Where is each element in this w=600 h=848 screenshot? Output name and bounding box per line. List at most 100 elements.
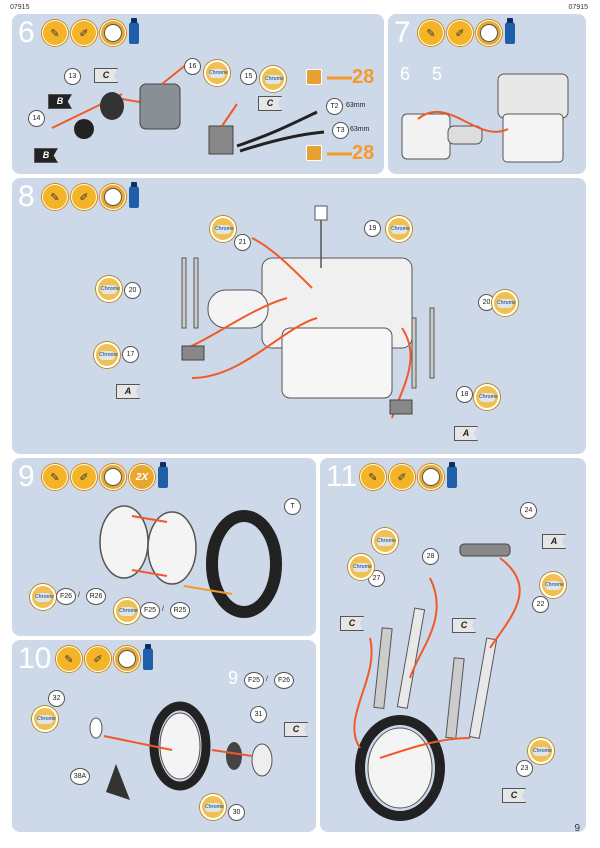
step-number: 7 (394, 16, 411, 49)
part-16: 16 (184, 58, 201, 75)
clock-icon (476, 20, 502, 46)
part-f25: F25 (244, 672, 264, 689)
tool-icons: ✎ ✐ (418, 18, 515, 46)
tool-icons: ✎ ✐ 2X (42, 462, 168, 490)
chrome-icon: Chrome (32, 706, 58, 732)
ref-label-6: 6 (400, 64, 411, 84)
ref-label-5: 5 (432, 64, 443, 84)
page-code-right: 07915 (568, 4, 588, 11)
tool-icons: ✎ ✐ (42, 18, 139, 46)
step-number: 8 (18, 180, 35, 213)
clock-icon (100, 464, 126, 490)
step-9-panel: 9 ✎ ✐ 2X T Chrome Chrome F26 / R26 F25 /… (12, 458, 316, 636)
page-ref: 28 (352, 142, 375, 164)
glue-icon: ✎ (42, 20, 68, 46)
step-11-illustration (353, 543, 521, 821)
tool-icons: ✎ ✐ (42, 182, 139, 210)
glue-icon: ✎ (56, 646, 82, 672)
part-22: 22 (532, 596, 549, 613)
ref-label-9: 9 (228, 668, 239, 688)
brush-icon: ✐ (71, 464, 97, 490)
clock-icon (418, 464, 444, 490)
chrome-icon: Chrome (474, 384, 500, 410)
page-code-left: 07915 (10, 4, 30, 11)
chrome-icon: Chrome (492, 290, 518, 316)
paint-icon (158, 462, 168, 488)
chrome-icon: Chrome (204, 60, 230, 86)
step-8-panel: 8 ✎ ✐ 19 21 20 17 20 18 Chrome Chrome Ch… (12, 178, 586, 454)
part-18: 18 (456, 386, 473, 403)
chrome-icon: Chrome (386, 216, 412, 242)
part-27: 27 (368, 570, 385, 587)
glue-icon: ✎ (42, 464, 68, 490)
step-11-panel: 11 ✎ ✐ 24 28 27 22 23 Chrome Chrome Chro… (320, 458, 586, 832)
step-8-illustration (181, 205, 435, 419)
brush-icon: ✐ (71, 20, 97, 46)
paint-icon (505, 18, 515, 44)
t2-length: 63mm (346, 102, 366, 109)
step-6-illustration (51, 63, 352, 156)
step-number: 11 (326, 460, 358, 493)
tool-icons: ✎ ✐ (360, 462, 457, 490)
part-28: 28 (422, 548, 439, 565)
chrome-icon: Chrome (528, 738, 554, 764)
glue-icon: ✎ (42, 184, 68, 210)
chrome-icon: Chrome (30, 584, 56, 610)
page-ref: 28 (352, 66, 375, 88)
part-20: 20 (124, 282, 141, 299)
chrome-icon: Chrome (372, 528, 398, 554)
glue-icon: ✎ (418, 20, 444, 46)
part-f25: F25 (140, 602, 160, 619)
chrome-icon: Chrome (96, 276, 122, 302)
part-r26: R26 (86, 588, 106, 605)
part-31: 31 (250, 706, 267, 723)
step-number: 9 (18, 460, 35, 493)
part-17: 17 (122, 346, 139, 363)
step-9-illustration (99, 505, 282, 618)
part-23: 23 (516, 760, 533, 777)
paint-icon (129, 182, 139, 208)
separator: / (78, 592, 80, 599)
part-19: 19 (364, 220, 381, 237)
brush-icon: ✐ (85, 646, 111, 672)
chrome-icon: Chrome (348, 554, 374, 580)
chrome-icon: Chrome (94, 342, 120, 368)
tube-icon (306, 145, 322, 161)
part-32: 32 (48, 690, 65, 707)
page-number: 9 (574, 823, 580, 834)
t3-length: 63mm (350, 126, 370, 133)
chrome-icon: Chrome (540, 572, 566, 598)
separator: / (162, 606, 164, 613)
part-21: 21 (234, 234, 251, 251)
flag-a: A (542, 534, 566, 549)
part-f26: F26 (56, 588, 76, 605)
tube-t3-label: T3 (332, 122, 349, 139)
flag-a: A (454, 426, 478, 441)
chrome-icon: Chrome (260, 66, 286, 92)
clock-icon (100, 20, 126, 46)
part-f26: F26 (274, 672, 294, 689)
brush-icon: ✐ (389, 464, 415, 490)
part-38a: 38A (70, 768, 90, 785)
chrome-icon: Chrome (200, 794, 226, 820)
step-10-illustration (89, 701, 273, 800)
paint-icon (143, 644, 153, 670)
separator: / (266, 676, 268, 683)
part-13: 13 (64, 68, 81, 85)
part-14: 14 (28, 110, 45, 127)
step-7-illustration (401, 73, 569, 163)
step-6-panel: 6 ✎ ✐ 13 14 15 16 C C B B Chrome Chrome … (12, 14, 384, 174)
clock-icon (100, 184, 126, 210)
tube-t2-label: T2 (326, 98, 343, 115)
glue-icon: ✎ (360, 464, 386, 490)
part-30: 30 (228, 804, 245, 821)
part-r25: R25 (170, 602, 190, 619)
brush-icon: ✐ (71, 184, 97, 210)
step-10-panel: 10 ✎ ✐ 9 32 31 30 38A Chrome Chrome F25 … (12, 640, 316, 832)
flag-c: C (340, 616, 364, 631)
brush-icon: ✐ (447, 20, 473, 46)
tool-icons: ✎ ✐ (56, 644, 153, 672)
part-24: 24 (520, 502, 537, 519)
step-7-panel: 7 ✎ ✐ 6 5 (388, 14, 586, 174)
chrome-icon: Chrome (114, 598, 140, 624)
